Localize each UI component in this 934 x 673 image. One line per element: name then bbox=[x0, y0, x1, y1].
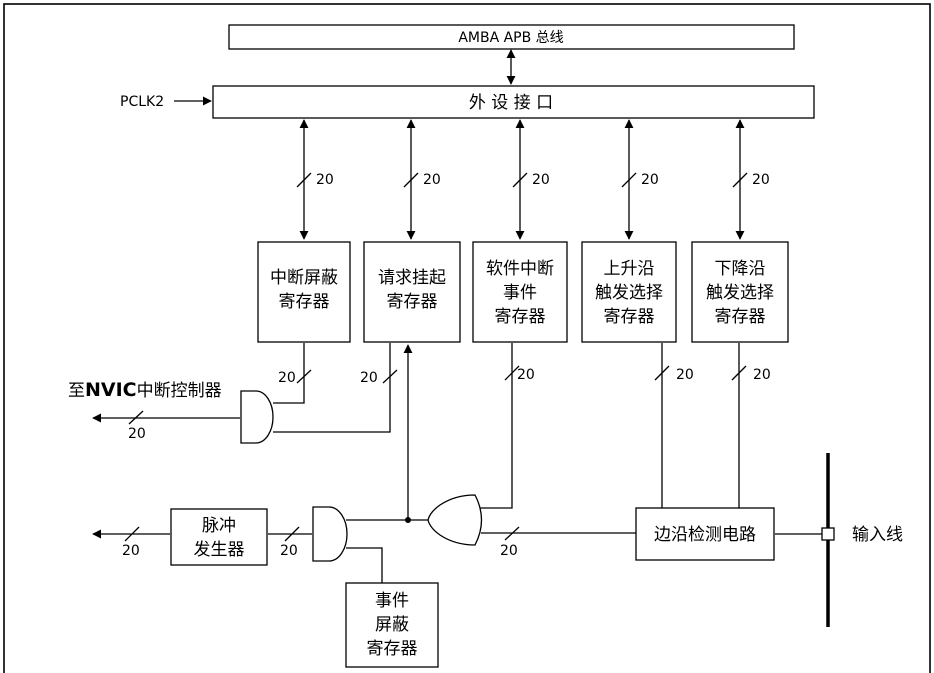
wire-sw-int-to-or bbox=[480, 343, 513, 509]
software-interrupt-register-line3: 寄存器 bbox=[495, 307, 546, 327]
rising-trigger-register-line3: 寄存器 bbox=[604, 307, 655, 327]
diagram-frame bbox=[3, 3, 931, 673]
width-label: 20 bbox=[752, 172, 770, 188]
to-nvic-prefix: 至 bbox=[68, 381, 85, 401]
pulse-generator bbox=[170, 508, 268, 566]
peripheral-interface bbox=[212, 85, 815, 119]
falling-trigger-register-line3: 寄存器 bbox=[715, 307, 766, 327]
pclk2-label: PCLK2 bbox=[120, 94, 164, 110]
wire-int-mask-to-and bbox=[273, 343, 305, 404]
width-label: 20 bbox=[122, 543, 140, 559]
pulse-generator-line2: 发生器 bbox=[194, 540, 245, 560]
amba-apb-bus-label: AMBA APB 总线 bbox=[458, 30, 563, 46]
and-gate-event bbox=[312, 506, 348, 562]
edge-detection-circuit-label: 边沿检测电路 bbox=[654, 525, 756, 545]
input-pin bbox=[821, 527, 835, 541]
amba-apb-bus bbox=[228, 24, 795, 50]
and-gate-interrupt bbox=[240, 390, 274, 444]
wire-event-mask-to-and bbox=[346, 547, 383, 583]
width-slash bbox=[124, 526, 140, 542]
width-label: 20 bbox=[280, 543, 298, 559]
rising-trigger-register-line1: 上升沿 bbox=[604, 259, 655, 279]
or-gate bbox=[427, 494, 483, 546]
width-slash bbox=[504, 526, 520, 541]
width-slash bbox=[284, 526, 300, 542]
rising-trigger-register-line2: 触发选择 bbox=[595, 283, 663, 303]
pending-request-register-line1: 请求挂起 bbox=[378, 268, 446, 288]
width-slash bbox=[296, 369, 312, 384]
event-mask-register-line2: 屏蔽 bbox=[375, 615, 409, 635]
pulse-generator-line1: 脉冲 bbox=[202, 516, 236, 536]
falling-trigger-selection-register bbox=[691, 241, 789, 343]
edge-detection-circuit bbox=[635, 507, 775, 561]
to-nvic-bold: NVIC bbox=[85, 379, 137, 401]
width-label: 20 bbox=[128, 426, 146, 442]
software-interrupt-register-line1: 软件中断 bbox=[486, 259, 554, 279]
falling-trigger-register-line2: 触发选择 bbox=[706, 283, 774, 303]
interrupt-mask-register bbox=[257, 241, 351, 343]
width-slash bbox=[512, 172, 528, 188]
width-label: 20 bbox=[517, 367, 535, 383]
width-slash bbox=[504, 365, 520, 381]
event-mask-register bbox=[345, 582, 439, 668]
width-slash bbox=[621, 172, 637, 188]
width-label: 20 bbox=[316, 172, 334, 188]
input-line-label: 输入线 bbox=[852, 525, 903, 545]
pending-request-register-line2: 寄存器 bbox=[387, 292, 438, 312]
width-slash bbox=[654, 365, 670, 381]
width-label: 20 bbox=[423, 172, 441, 188]
event-mask-register-line3: 寄存器 bbox=[367, 639, 418, 659]
width-label: 20 bbox=[641, 172, 659, 188]
to-nvic-suffix: 中断控制器 bbox=[137, 381, 222, 401]
width-slash bbox=[382, 369, 398, 384]
width-slash bbox=[732, 172, 748, 188]
peripheral-interface-label: 外 设 接 口 bbox=[469, 93, 553, 113]
width-label: 20 bbox=[532, 172, 550, 188]
falling-trigger-register-line1: 下降沿 bbox=[715, 259, 766, 279]
width-slash bbox=[128, 410, 144, 425]
width-label: 20 bbox=[676, 367, 694, 383]
software-interrupt-register-line2: 事件 bbox=[503, 283, 537, 303]
width-label: 20 bbox=[278, 370, 296, 386]
width-label: 20 bbox=[500, 543, 518, 559]
width-slash bbox=[731, 365, 747, 381]
software-interrupt-event-register bbox=[472, 241, 568, 343]
interrupt-mask-register-line1: 中断屏蔽 bbox=[270, 268, 338, 288]
width-label: 20 bbox=[753, 367, 771, 383]
width-label: 20 bbox=[360, 370, 378, 386]
width-slash bbox=[403, 172, 419, 188]
rising-trigger-selection-register bbox=[581, 241, 677, 343]
to-nvic-label: 至NVIC中断控制器 bbox=[68, 379, 222, 401]
width-slash bbox=[296, 172, 312, 188]
interrupt-mask-register-line2: 寄存器 bbox=[279, 292, 330, 312]
wire-pending-to-and bbox=[273, 343, 391, 433]
event-mask-register-line1: 事件 bbox=[375, 591, 409, 611]
pending-request-register bbox=[363, 241, 461, 343]
